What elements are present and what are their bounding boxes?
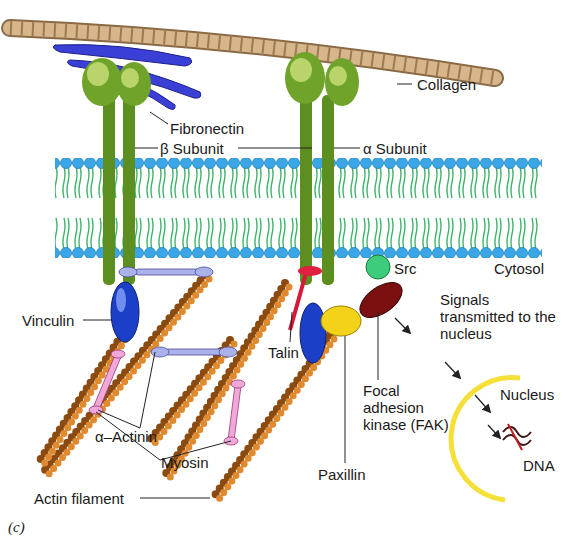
integrin bbox=[285, 52, 359, 285]
part-label: Src bbox=[394, 260, 434, 277]
vinculin bbox=[111, 282, 139, 342]
fibronectin bbox=[53, 45, 200, 110]
part-label: Cytosol bbox=[494, 260, 574, 277]
part-label: Focal adhesion kinase (FAK) bbox=[363, 382, 463, 433]
part-label: β Subunit bbox=[160, 140, 240, 157]
integrin bbox=[82, 58, 151, 285]
part-label: (c) bbox=[8, 519, 48, 536]
talin bbox=[298, 266, 322, 276]
part-label: Collagen bbox=[417, 76, 537, 93]
part-label: Talin bbox=[268, 344, 328, 361]
part-label: Signals transmitted to the nucleus bbox=[440, 291, 558, 342]
paxillin bbox=[321, 306, 361, 336]
vinculin-highlight bbox=[116, 288, 126, 312]
part-label: α Subunit bbox=[363, 140, 453, 157]
part-label: Myosin bbox=[161, 454, 231, 471]
part-label: DNA bbox=[523, 457, 573, 474]
part-label: Nucleus bbox=[500, 386, 570, 403]
part-label: α–Actinin bbox=[95, 428, 185, 445]
part-label: Vinculin bbox=[22, 312, 92, 329]
actin-filament bbox=[40, 275, 334, 499]
part-label: Fibronectin bbox=[170, 120, 290, 137]
fak bbox=[354, 276, 408, 325]
collagen-fiber bbox=[10, 28, 495, 78]
vinculin bbox=[300, 303, 326, 363]
myosin bbox=[89, 350, 245, 445]
part-label: Paxillin bbox=[318, 466, 388, 483]
src bbox=[366, 255, 390, 279]
leader-line bbox=[83, 84, 412, 498]
part-label: Actin filament bbox=[34, 490, 144, 507]
dna bbox=[508, 424, 522, 450]
